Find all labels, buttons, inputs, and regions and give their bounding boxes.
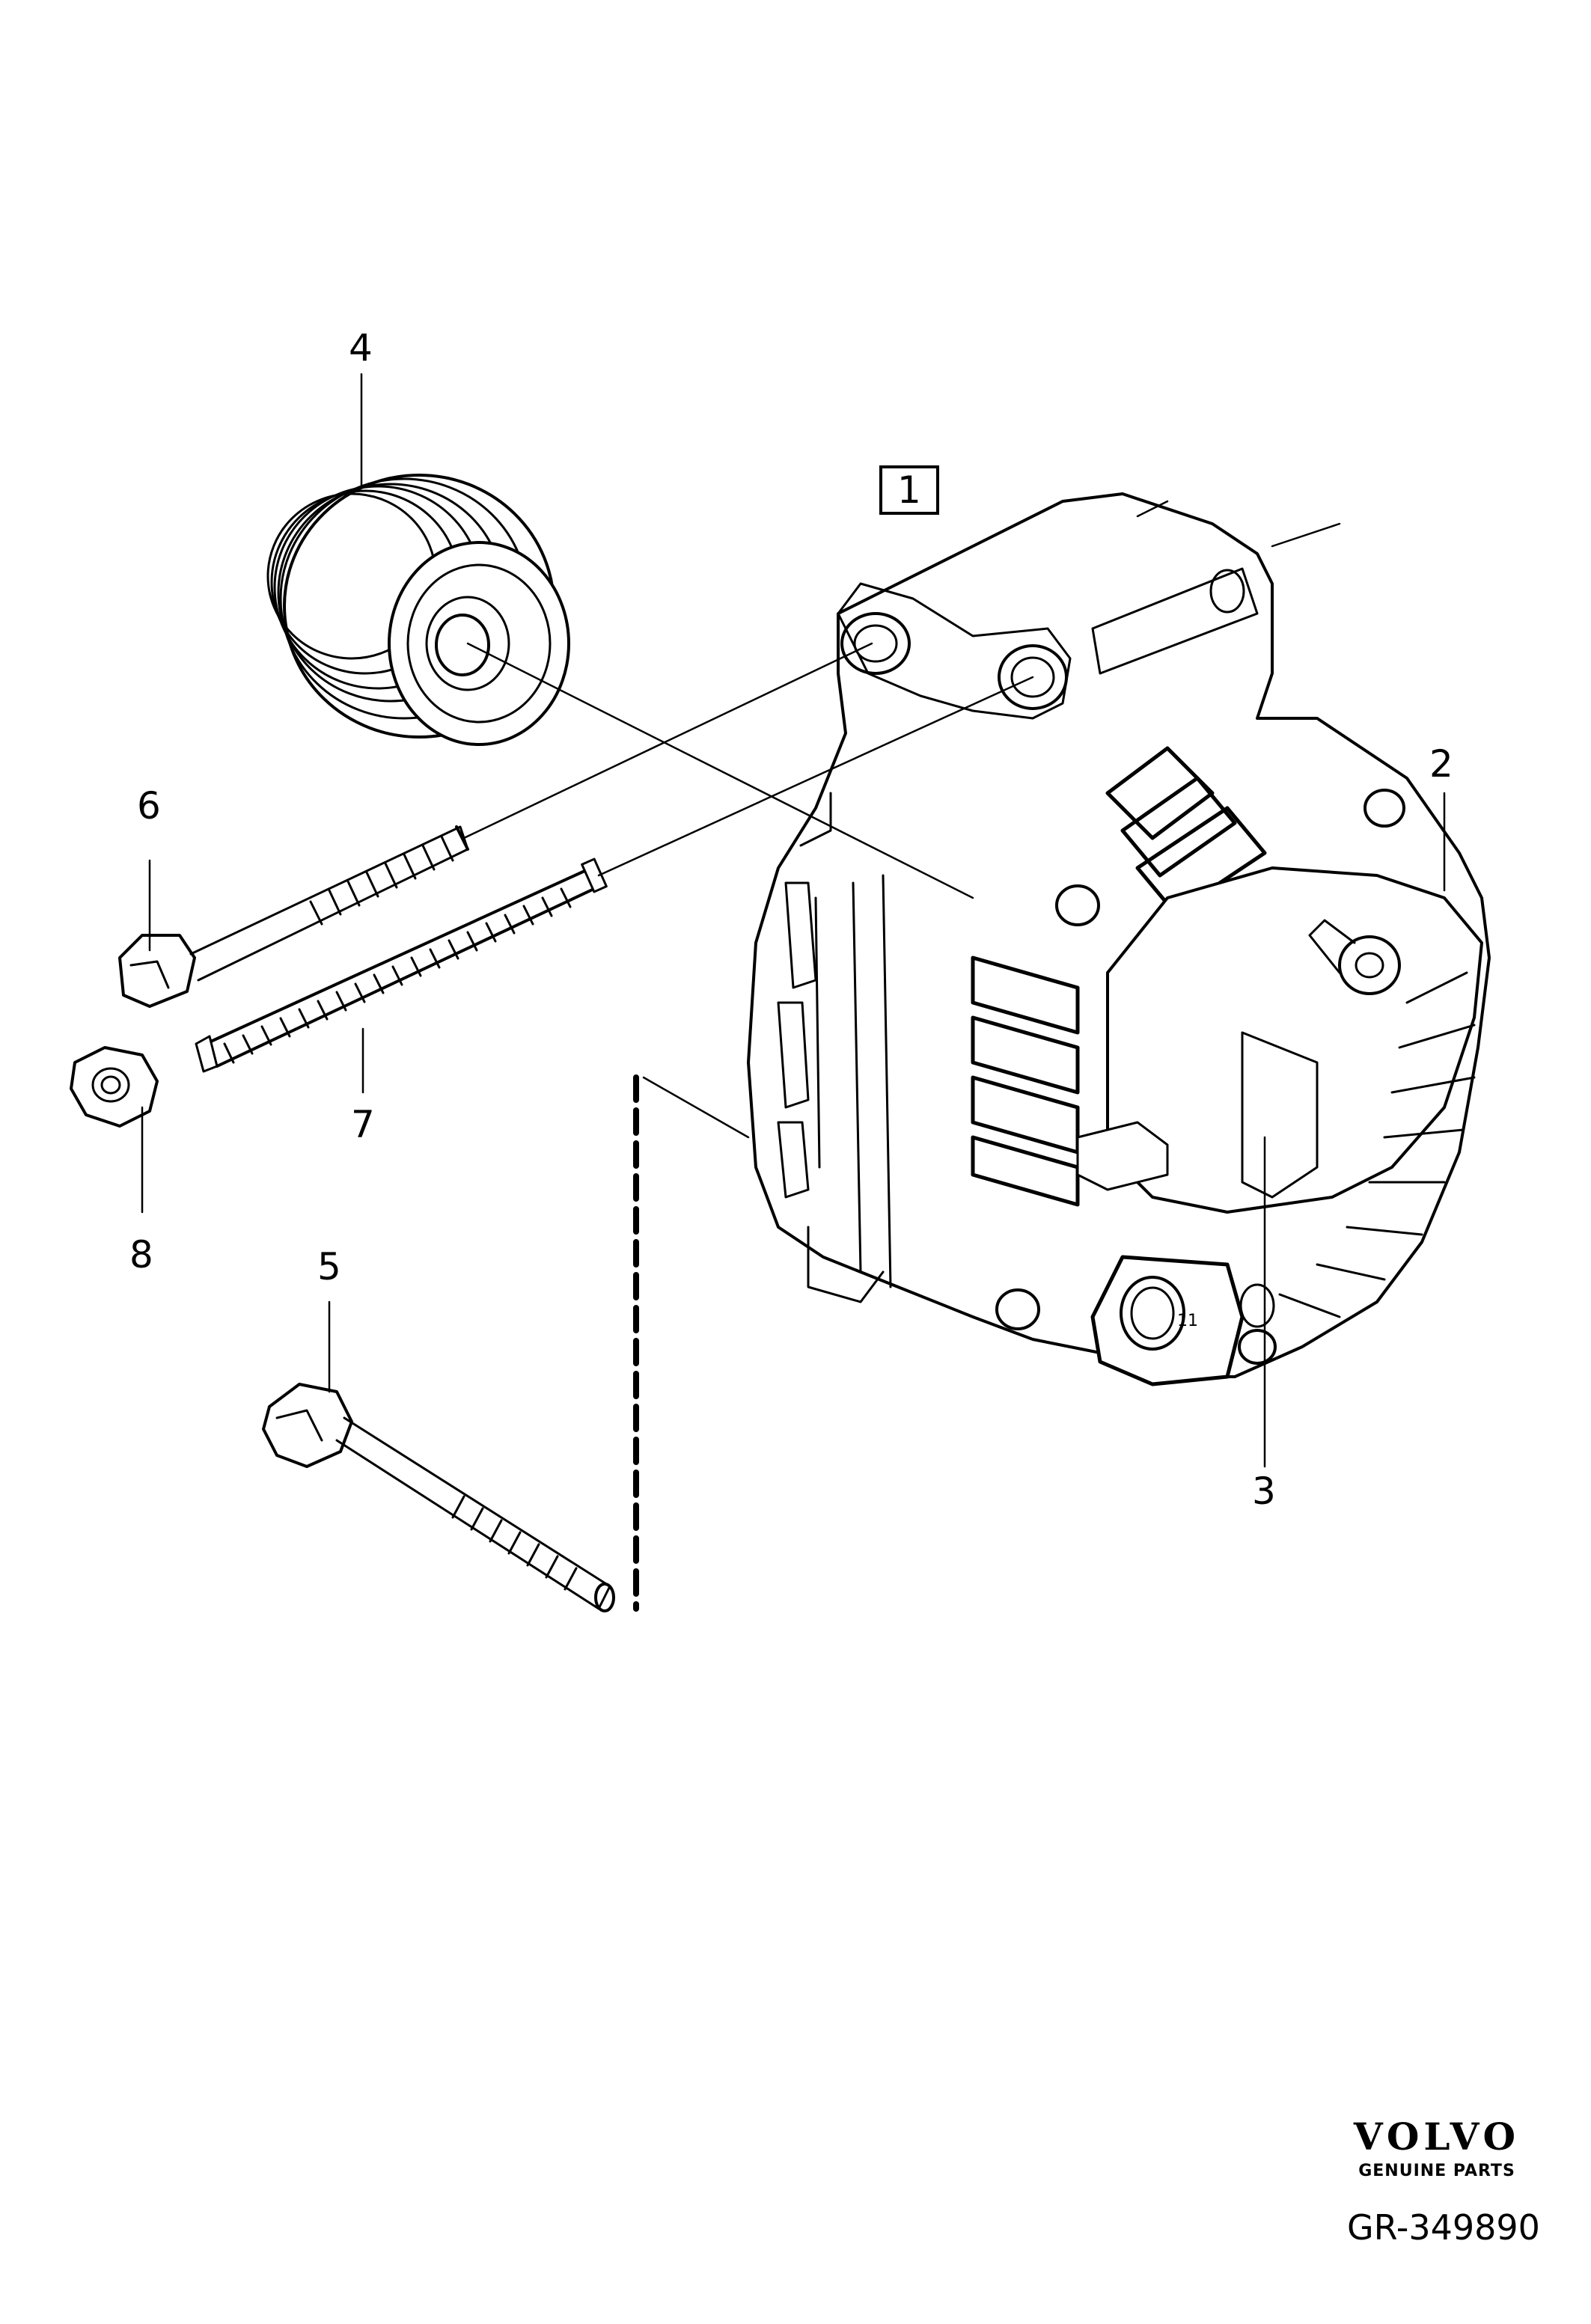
- callout-5: 5: [317, 1245, 341, 1288]
- connector-part-3: [1090, 1255, 1275, 1386]
- brand-tagline: GENUINE PARTS: [1358, 2162, 1515, 2180]
- brand-logo: VOLVO: [1353, 2114, 1521, 2159]
- reference-number: GR-349890: [1347, 2207, 1540, 2248]
- callout-6: 6: [137, 784, 161, 828]
- callout-1: 1: [879, 465, 939, 515]
- leader-lines: [141, 373, 1446, 1468]
- bolt-part-6: [118, 825, 469, 1008]
- connector-mark: 11: [1177, 1312, 1198, 1330]
- stud-part-7: [195, 857, 608, 1073]
- nut-part-8: [70, 1046, 159, 1128]
- bolt-part-5: [262, 1383, 615, 1612]
- brand-block: VOLVO GENUINE PARTS: [1347, 2114, 1527, 2180]
- callout-3: 3: [1252, 1470, 1276, 1513]
- callout-4: 4: [349, 326, 373, 370]
- alternator-part-2: [747, 492, 1491, 1378]
- callout-7: 7: [351, 1103, 375, 1146]
- callout-8: 8: [129, 1233, 153, 1276]
- pulley-part-4: [266, 474, 570, 746]
- callout-2: 2: [1429, 742, 1453, 786]
